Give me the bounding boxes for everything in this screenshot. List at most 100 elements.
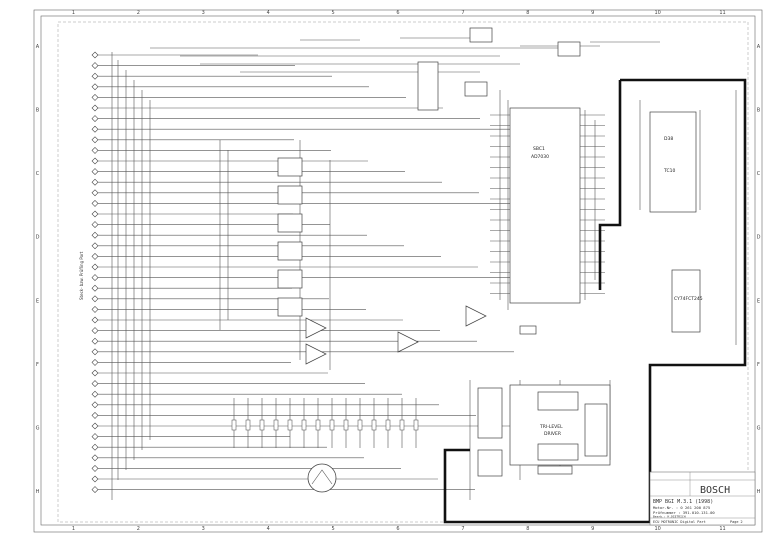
title-block-brand: BOSCH bbox=[700, 485, 730, 496]
grid-column-label: 4 bbox=[267, 10, 270, 16]
title-block: BOSCH BMP BGI M.3.1 (1998) Motor.Nr. : 0… bbox=[649, 471, 756, 526]
grid-row-label: G bbox=[757, 426, 761, 432]
connector-pin bbox=[91, 316, 99, 324]
resistor bbox=[413, 419, 419, 431]
connector-pin bbox=[91, 454, 99, 462]
grid-column-label: 7 bbox=[461, 10, 464, 16]
ic-top-small-2 bbox=[557, 41, 581, 57]
resistor bbox=[273, 419, 279, 431]
connector-pin bbox=[91, 93, 99, 101]
grid-row-label: D bbox=[757, 235, 761, 241]
resistor bbox=[301, 419, 307, 431]
connector-pin bbox=[91, 51, 99, 59]
connector-pin bbox=[91, 274, 99, 282]
grid-column-label: 10 bbox=[654, 526, 660, 532]
grid-column-label: 2 bbox=[137, 10, 140, 16]
connector-pin bbox=[91, 104, 99, 112]
resistor bbox=[329, 419, 335, 431]
resistor bbox=[371, 419, 377, 431]
op-amps bbox=[305, 305, 487, 365]
grid-column-label: 9 bbox=[591, 526, 594, 532]
grid-column-label: 3 bbox=[202, 10, 205, 16]
resistor bbox=[357, 419, 363, 431]
connector-pin bbox=[91, 189, 99, 197]
grid-row-label: B bbox=[757, 107, 761, 113]
dashed-frame bbox=[57, 21, 749, 523]
connector-pin bbox=[91, 443, 99, 451]
title-block-title: BMP BGI M.3.1 (1998) bbox=[653, 499, 713, 505]
resistor bbox=[385, 419, 391, 431]
grid-row-label: G bbox=[36, 426, 40, 432]
connector-pin bbox=[91, 295, 99, 303]
connector-pin bbox=[91, 62, 99, 70]
bold-bus-boundary bbox=[443, 78, 747, 524]
vertical-traces bbox=[111, 52, 737, 500]
connector-pin bbox=[91, 327, 99, 335]
resistor bbox=[245, 419, 251, 431]
grid-row-label: F bbox=[36, 362, 39, 368]
connector-pin bbox=[91, 433, 99, 441]
driver-left-box bbox=[477, 387, 503, 439]
title-block-sheet: Page 2 bbox=[730, 520, 743, 524]
meter-symbol bbox=[307, 463, 337, 493]
driver-title: TRI-LEVEL bbox=[539, 424, 563, 430]
title-block-line-1: Motor.Nr. : 0 261 200 875 bbox=[653, 505, 710, 510]
connector-pin bbox=[91, 231, 99, 239]
cpu-subtitle: AD7030 bbox=[531, 154, 549, 160]
cpu-pin-lines bbox=[490, 114, 605, 294]
grid-column-label: 11 bbox=[719, 10, 725, 16]
grid-column-label: 8 bbox=[526, 526, 529, 532]
grid-column-label: 1 bbox=[72, 10, 75, 16]
grid-column-label: 5 bbox=[331, 10, 334, 16]
connector-pin bbox=[91, 380, 99, 388]
connector-pin bbox=[91, 146, 99, 154]
right-upper-ic-title: D38 bbox=[664, 136, 673, 142]
connector-pin bbox=[91, 401, 99, 409]
connector-pin bbox=[91, 168, 99, 176]
connector-pin bbox=[91, 199, 99, 207]
outer-border bbox=[33, 9, 763, 533]
grid-column-label: 10 bbox=[654, 10, 660, 16]
inner-border bbox=[40, 15, 756, 526]
title-block-line-3: Bearb.: K.DIETRICH bbox=[653, 515, 686, 519]
crystal bbox=[519, 325, 537, 335]
cpu-block bbox=[509, 107, 581, 304]
connector-pin bbox=[91, 475, 99, 483]
connector-pin bbox=[91, 221, 99, 229]
driver-sub: DRIVER bbox=[544, 431, 561, 437]
grid-column-label: 1 bbox=[72, 526, 75, 532]
buffer-gates bbox=[277, 157, 303, 317]
connector-pin bbox=[91, 411, 99, 419]
grid-column-label: 9 bbox=[591, 10, 594, 16]
grid-row-label: H bbox=[36, 489, 40, 495]
right-upper-ic-sub: TC10 bbox=[663, 168, 675, 174]
right-upper-ic bbox=[649, 111, 697, 213]
connector-pin bbox=[91, 284, 99, 292]
resistor bbox=[315, 419, 321, 431]
connector-pin bbox=[91, 72, 99, 80]
ic-top-small-1 bbox=[469, 27, 493, 43]
connector-pin bbox=[91, 125, 99, 133]
connector-pin bbox=[91, 136, 99, 144]
connector-pin-column bbox=[91, 51, 99, 494]
cpu-title: SBC1 bbox=[533, 146, 545, 152]
resistor bbox=[259, 419, 265, 431]
grid-row-label: E bbox=[36, 298, 39, 304]
connector-pin bbox=[91, 358, 99, 366]
connector-pin bbox=[91, 369, 99, 377]
connector-label: Steck- bzw. Prüfling Port bbox=[79, 251, 84, 300]
grid-row-label: B bbox=[36, 107, 40, 113]
connector-pin bbox=[91, 390, 99, 398]
connector-pin bbox=[91, 157, 99, 165]
grid-column-label: 11 bbox=[719, 526, 725, 532]
resistor bbox=[287, 419, 293, 431]
grid-column-label: 6 bbox=[396, 526, 399, 532]
grid-column-label: 5 bbox=[331, 526, 334, 532]
resistor bbox=[231, 419, 237, 431]
grid-row-label: E bbox=[757, 298, 760, 304]
connector-pin bbox=[91, 178, 99, 186]
ic-top-small-3 bbox=[464, 81, 488, 97]
